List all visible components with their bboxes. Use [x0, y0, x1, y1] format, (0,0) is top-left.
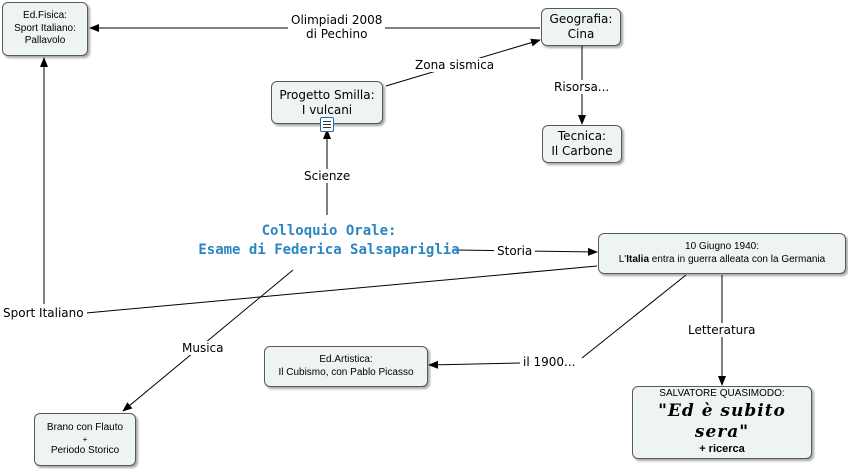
node-tecnica[interactable]: Tecnica: Il Carbone	[542, 125, 622, 163]
central-concept[interactable]: Colloquio Orale: Esame di Federica Salsa…	[198, 222, 460, 260]
link-label-storia: Storia	[494, 244, 536, 258]
giugno-bold: Italia	[626, 253, 650, 265]
node-ed-artistica[interactable]: Ed.Artistica: Il Cubismo, con Pablo Pica…	[264, 346, 428, 387]
document-icon[interactable]	[320, 117, 334, 132]
link-label-letteratura: Letteratura	[685, 323, 759, 337]
giugno-line2: L'Italia entra in guerra alleata con la …	[619, 254, 826, 267]
link-label-musica: Musica	[179, 341, 227, 355]
ed-fisica-line1: Ed.Fisica:	[23, 10, 67, 22]
olimpiadi-line1: Olimpiadi 2008	[291, 13, 383, 27]
link-label-risorsa: Risorsa...	[551, 80, 613, 94]
geografia-line1: Geografia:	[549, 12, 613, 26]
giugno-line1: 10 Giugno 1940:	[685, 241, 759, 252]
giugno-pre: L'	[618, 253, 627, 265]
link-label-zona-sismica: Zona sismica	[412, 58, 498, 72]
tecnica-line2: Il Carbone	[551, 144, 613, 158]
quasimodo-line1: SALVATORE QUASIMODO:	[659, 388, 785, 400]
node-salvatore-quasimodo[interactable]: SALVATORE QUASIMODO: "Ed è subito sera" …	[632, 386, 812, 459]
node-brano-con-flauto[interactable]: Brano con Flauto + Periodo Storico	[34, 413, 136, 466]
brano-line1: Brano con Flauto	[46, 422, 124, 433]
node-ed-fisica[interactable]: Ed.Fisica: Sport Italiano: Pallavolo	[2, 2, 88, 56]
central-line2: Esame di Federica Salsapariglia	[198, 242, 460, 258]
ed-fisica-line3: Pallavolo	[24, 35, 66, 47]
node-geografia[interactable]: Geografia: Cina	[541, 8, 621, 46]
quasimodo-line3: + ricerca	[699, 443, 745, 456]
geografia-line2: Cina	[567, 27, 595, 41]
brano-line2: +	[82, 434, 88, 444]
link-label-il-1900: il 1900...	[520, 355, 579, 369]
smilla-line2: I vulcani	[301, 102, 353, 117]
link-label-olimpiadi: Olimpiadi 2008 di Pechino	[288, 13, 386, 41]
link-label-scienze: Scienze	[301, 169, 354, 183]
ed-fisica-line2: Sport Italiano:	[14, 22, 76, 34]
link-label-sport-italiano: Sport Italiano	[0, 306, 87, 320]
giugno-post: entra in guerra alleata con la Germania	[649, 253, 826, 265]
node-10-giugno-1940[interactable]: 10 Giugno 1940: L'Italia entra in guerra…	[598, 233, 846, 274]
brano-line3: Periodo Storico	[50, 444, 120, 456]
ed-artistica-line1: Ed.Artistica:	[319, 354, 373, 365]
node-progetto-smilla[interactable]: Progetto Smilla: I vulcani	[271, 81, 383, 124]
smilla-line1: Progetto Smilla:	[279, 87, 375, 102]
ed-artistica-line2: Il Cubismo, con Pablo Picasso	[278, 366, 414, 378]
olimpiadi-line2: di Pechino	[305, 27, 368, 41]
quasimodo-quote: "Ed è subito sera"	[658, 400, 786, 442]
central-line1: Colloquio Orale:	[261, 223, 397, 239]
tecnica-line1: Tecnica:	[557, 129, 607, 143]
